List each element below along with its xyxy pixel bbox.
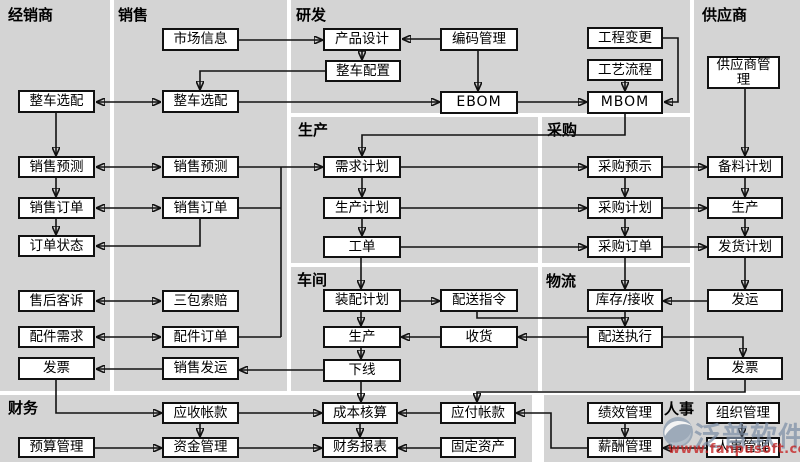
node-purchase-plan: 采购计划 — [587, 197, 663, 219]
node-eng-change: 工程变更 — [587, 27, 663, 49]
node-budget-mgmt: 预算管理 — [18, 437, 95, 458]
node-product-design: 产品设计 — [323, 28, 401, 51]
section-label-rnd: 研发 — [296, 6, 327, 24]
section-label-purchasing: 采购 — [547, 121, 578, 139]
node-coding-mgmt: 编码管理 — [440, 28, 518, 51]
node-inventory-receiving: 库存/接收 — [587, 289, 663, 312]
node-performance-mgmt: 绩效管理 — [587, 402, 663, 424]
node-parts-demand: 配件需求 — [18, 326, 95, 348]
node-salary-mgmt: 薪酬管理 — [587, 437, 663, 458]
node-demand-plan: 需求计划 — [323, 156, 401, 178]
node-fund-mgmt: 资金管理 — [162, 437, 239, 458]
node-order-status: 订单状态 — [18, 235, 95, 257]
section-label-logistics: 物流 — [546, 272, 577, 290]
node-fixed-assets: 固定资产 — [440, 437, 516, 458]
node-purchase-order: 采购订单 — [587, 236, 663, 258]
node-cost-accounting: 成本核算 — [322, 402, 398, 424]
node-material-plan: 备料计划 — [707, 156, 783, 178]
node-org-mgmt: 组织管理 — [706, 402, 780, 424]
node-process-flow: 工艺流程 — [587, 59, 663, 81]
section-label-sales: 销售 — [118, 6, 149, 24]
node-dealer-sales-forecast: 销售预测 — [18, 156, 95, 178]
node-purchase-forecast: 采购预示 — [587, 156, 663, 178]
node-financial-report: 财务报表 — [322, 437, 398, 458]
node-assembly-plan: 装配计划 — [323, 289, 401, 312]
node-supplier-production: 生产 — [707, 197, 783, 219]
node-work-order: 工单 — [323, 236, 401, 258]
node-ebom: EBOM — [440, 91, 518, 114]
node-personnel-mgmt: 人事管理 — [706, 437, 780, 458]
node-dealer-sales-order: 销售订单 — [18, 197, 95, 219]
node-sales-forecast: 销售预测 — [162, 156, 239, 178]
node-dealer-invoice: 发票 — [18, 357, 95, 380]
section-label-hr: 人事 — [664, 400, 695, 418]
section-label-production: 生产 — [298, 121, 329, 139]
node-production-plan: 生产计划 — [323, 197, 401, 219]
section-label-workshop: 车间 — [297, 271, 328, 289]
node-dealer-vehicle-option: 整车选配 — [18, 90, 95, 113]
node-mbom: MBOM — [587, 91, 663, 114]
node-accounts-payable: 应付帐款 — [440, 402, 516, 424]
section-label-supplier: 供应商 — [702, 6, 748, 24]
node-dispatch-order: 配送指令 — [440, 289, 518, 312]
node-parts-order: 配件订单 — [162, 326, 239, 348]
section-label-finance: 财务 — [8, 399, 39, 417]
node-shipment: 发运 — [707, 289, 783, 312]
node-supplier-invoice: 发票 — [707, 357, 783, 380]
section-label-dealer: 经销商 — [8, 6, 54, 24]
node-vehicle-config: 整车配置 — [325, 60, 401, 82]
panel-sales — [114, 0, 287, 391]
node-warranty-claim: 三包索赔 — [162, 290, 239, 312]
node-supplier-mgmt: 供应商管理 — [707, 56, 780, 89]
node-sales-order: 销售订单 — [162, 197, 239, 219]
node-workshop-production: 生产 — [323, 326, 401, 348]
node-after-sales-complaint: 售后客诉 — [18, 290, 95, 312]
node-dispatch-execution: 配送执行 — [587, 326, 663, 348]
node-offline: 下线 — [323, 359, 401, 382]
node-sales-shipping: 销售发运 — [162, 357, 239, 380]
node-market-info: 市场信息 — [162, 28, 239, 51]
node-sales-vehicle-option: 整车选配 — [162, 90, 239, 113]
node-goods-receipt: 收货 — [440, 326, 518, 348]
node-accounts-receivable: 应收帐款 — [162, 402, 239, 424]
node-delivery-plan: 发货计划 — [707, 236, 783, 258]
